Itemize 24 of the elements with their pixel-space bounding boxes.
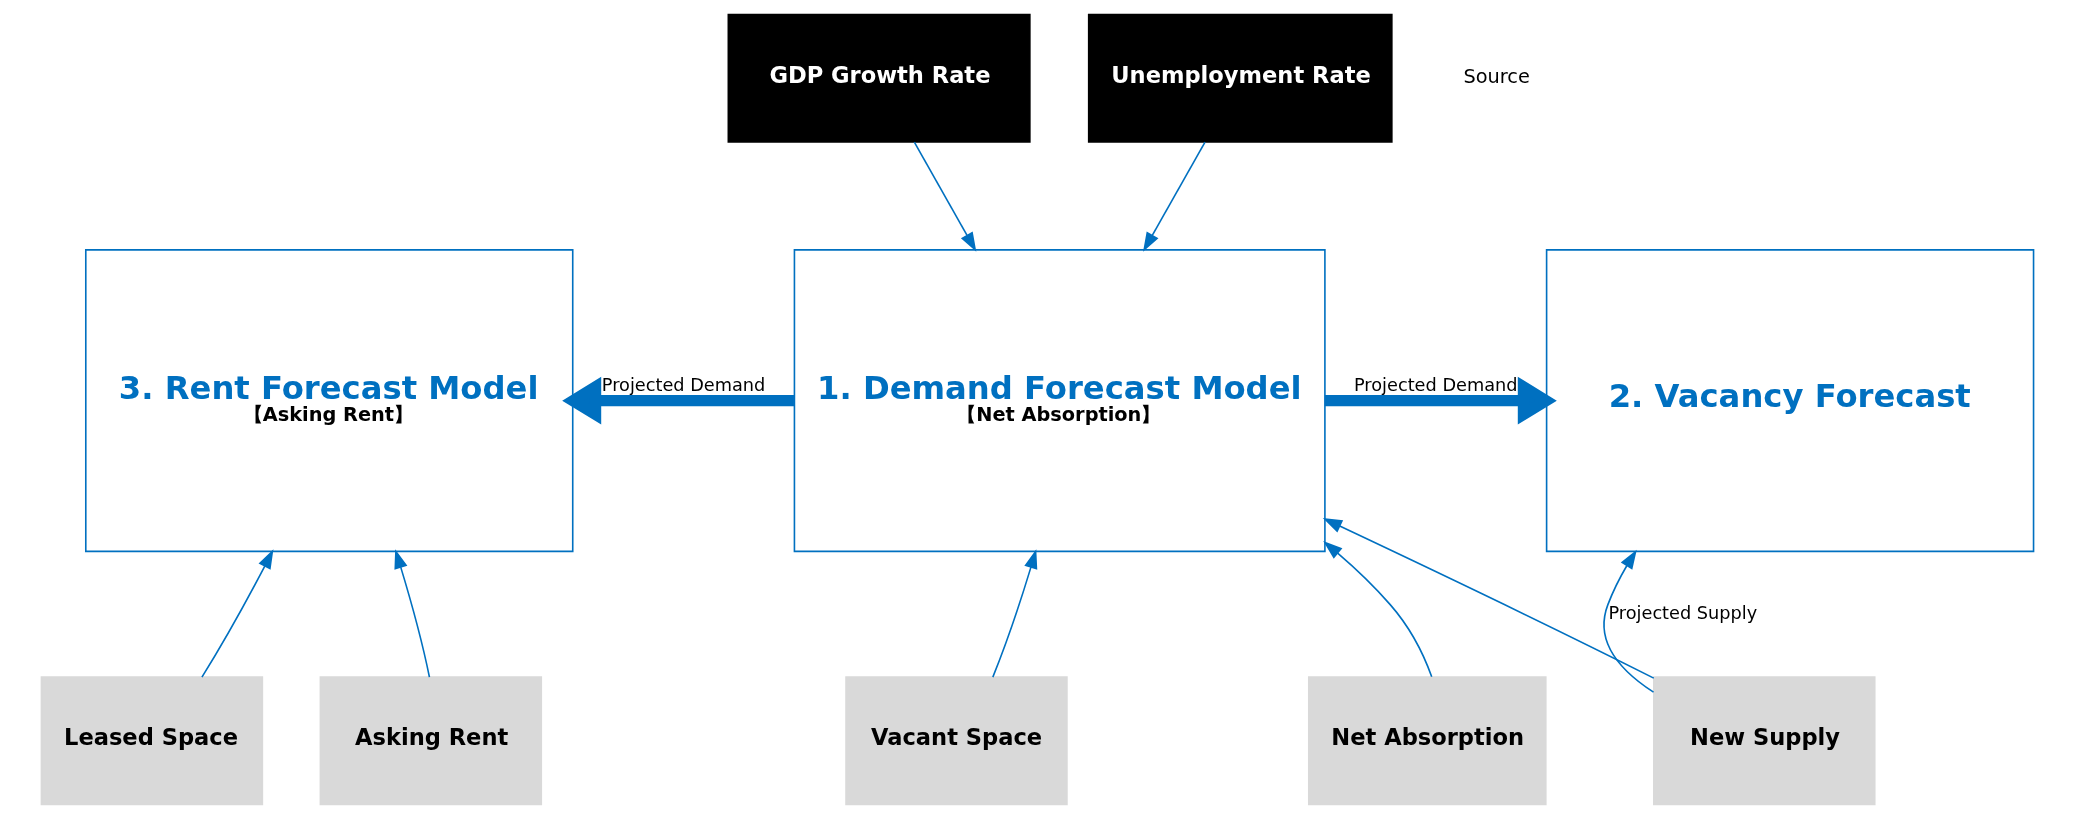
node-box: GDP Growth Rate <box>727 13 1031 143</box>
edge-label: Projected Demand <box>601 374 766 395</box>
arrow <box>1323 541 1433 678</box>
arrow <box>201 549 274 678</box>
arrow <box>1324 376 1557 425</box>
edge-label: Projected Demand <box>1353 374 1518 395</box>
node-box: 3. Rent Forecast Model 【Asking Rent】 <box>85 249 574 553</box>
arrow <box>562 376 794 425</box>
node-box: 1. Demand Forecast Model 【Net Absorption】 <box>793 249 1326 553</box>
node-box: Asking Rent <box>319 676 543 806</box>
node-box: New Supply <box>1653 676 1876 806</box>
arrow <box>1143 141 1206 252</box>
arrow <box>1603 549 1655 693</box>
label: Source <box>1463 65 1530 89</box>
node-box: Vacant Space <box>845 676 1068 806</box>
node-box: Unemployment Rate <box>1087 13 1393 143</box>
node-box: 2. Vacancy Forecast <box>1545 249 2035 553</box>
edge-label: Projected Supply <box>1608 602 1758 623</box>
arrow <box>992 549 1038 678</box>
arrow <box>913 141 977 252</box>
arrow <box>1322 518 1655 679</box>
node-box: Net Absorption <box>1307 676 1547 806</box>
arrow <box>394 549 431 678</box>
node-box: Leased Space <box>40 676 264 806</box>
